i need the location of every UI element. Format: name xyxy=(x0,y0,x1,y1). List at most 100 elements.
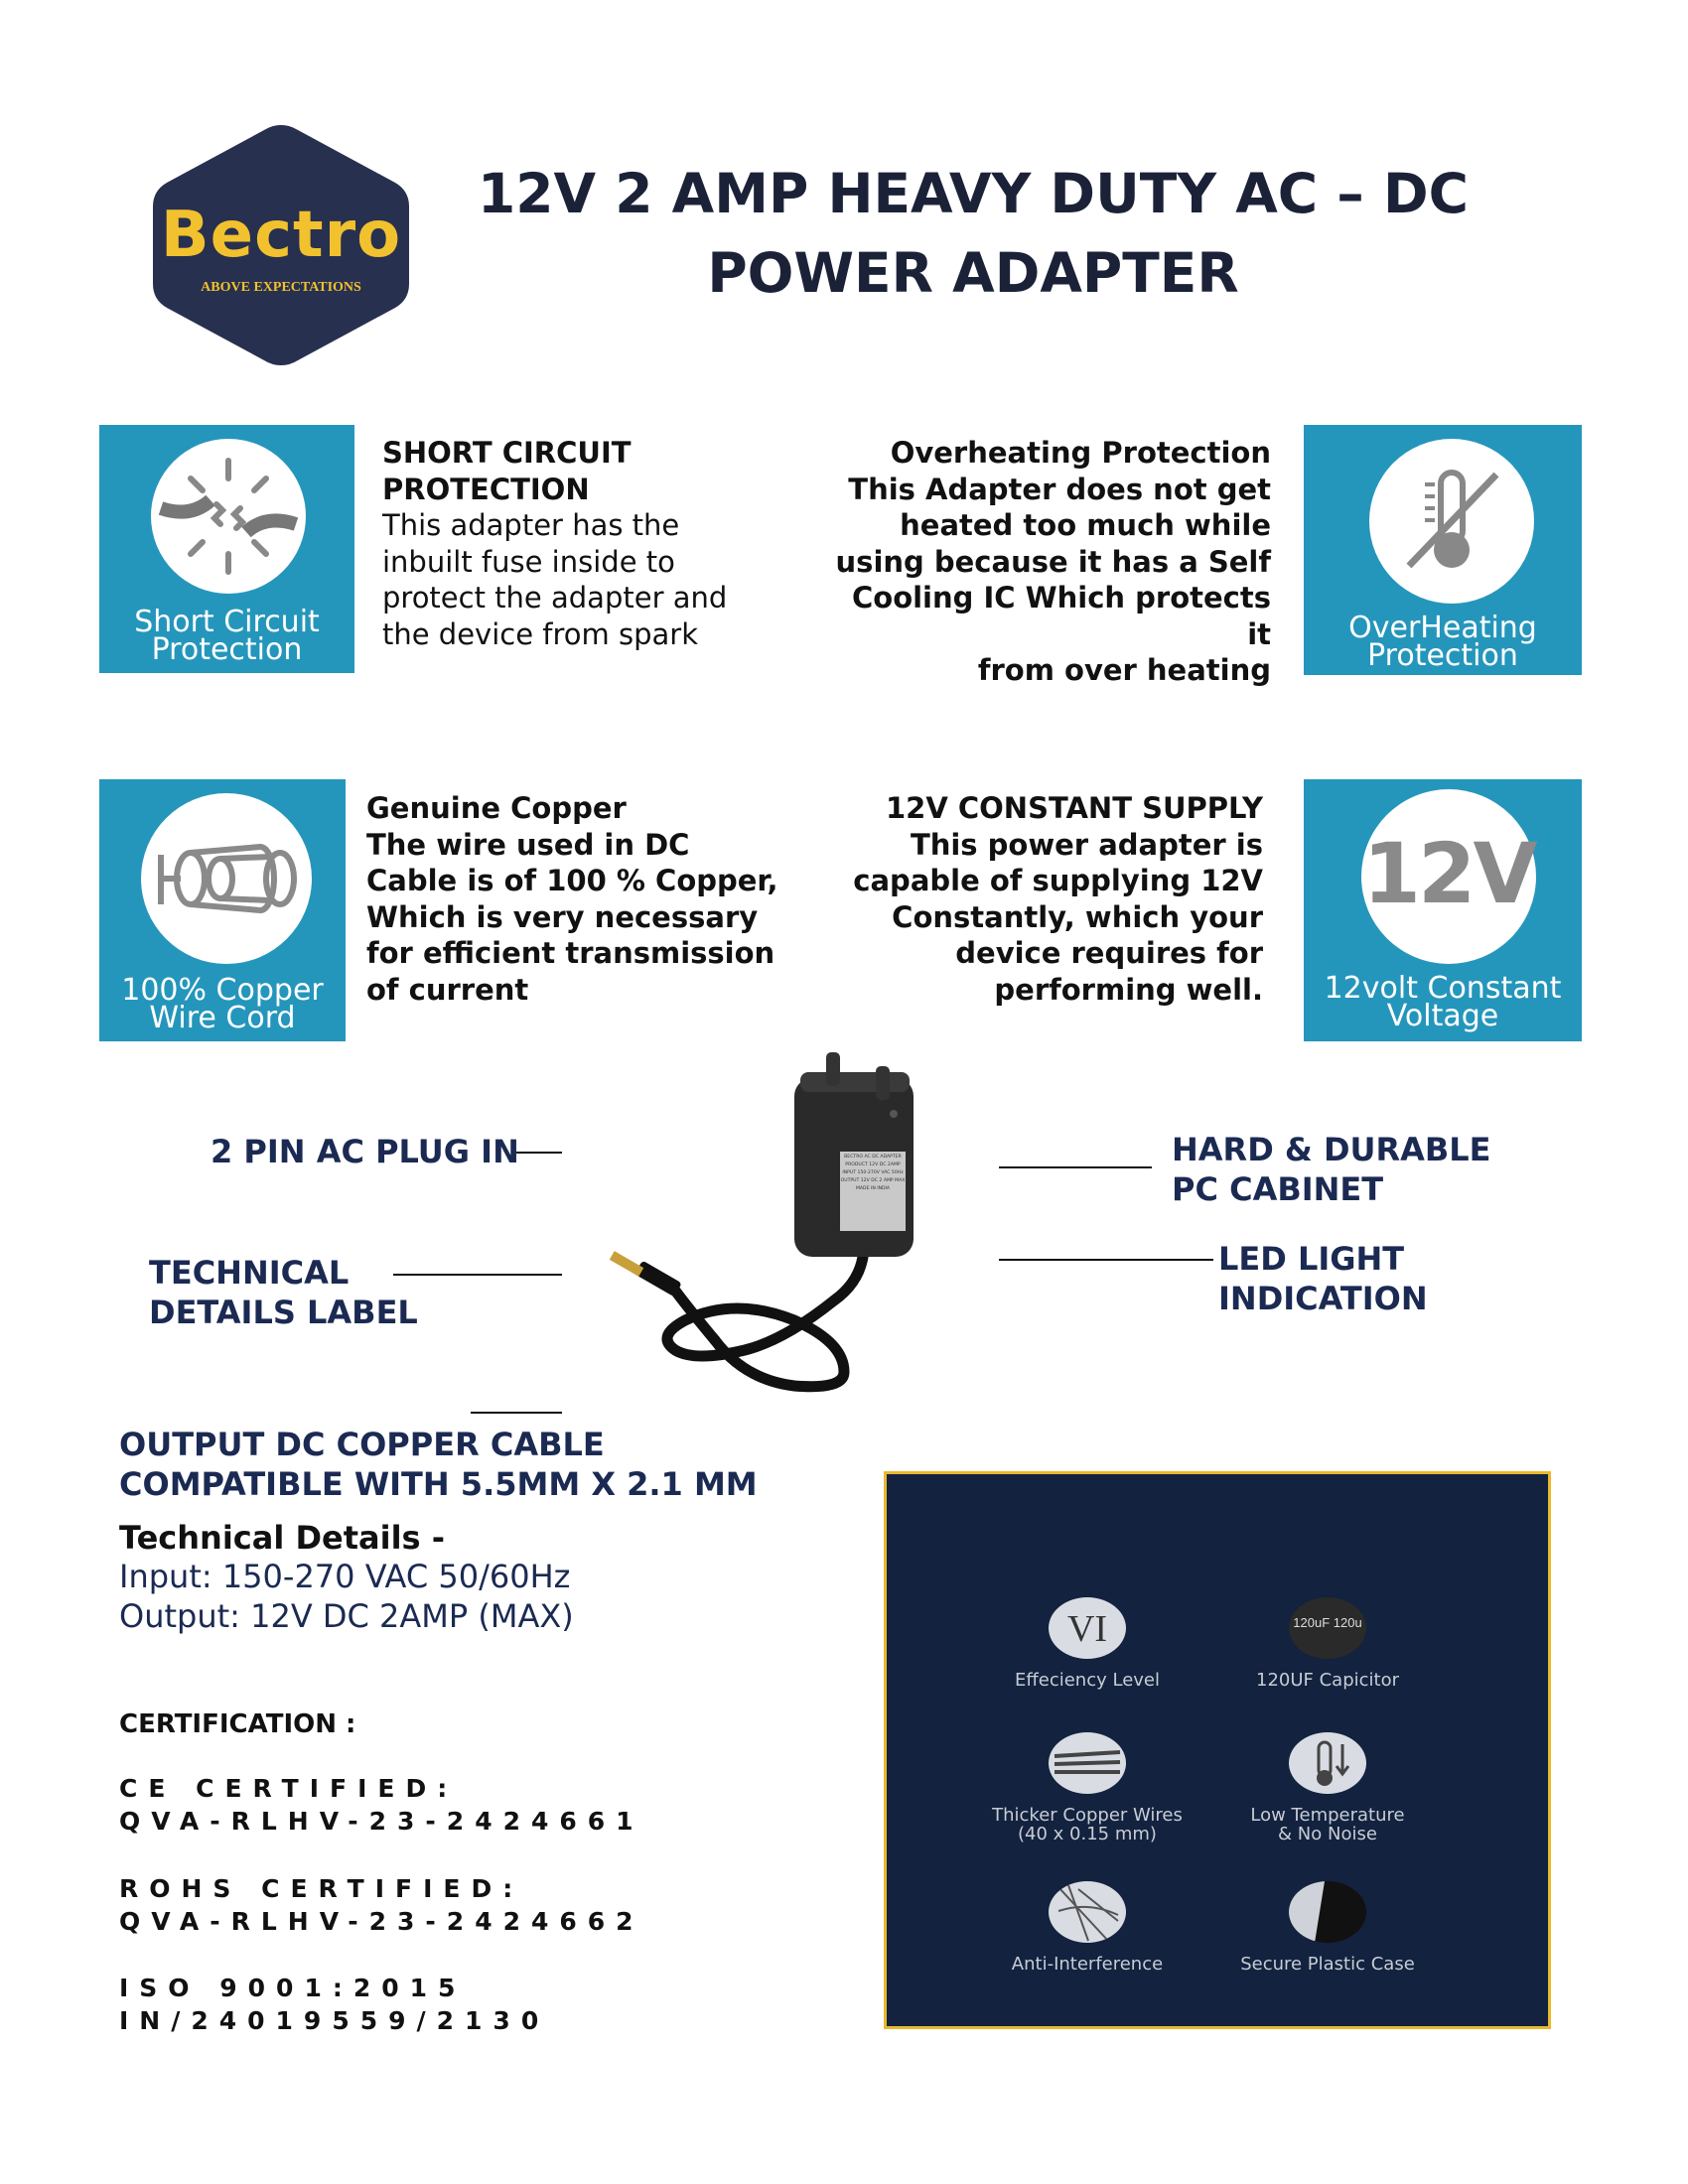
roman-six-glyph: VI xyxy=(1066,1608,1108,1650)
feature-line: for efficient transmission xyxy=(366,936,775,970)
feature-line: performing well. xyxy=(994,972,1263,1007)
feature-line: device requires for xyxy=(955,936,1263,970)
adapter-image: BECTRO AC DC ADAPTER PRODUCT 12V DC 2AMP… xyxy=(596,1052,973,1410)
feature-heading: 12V CONSTANT SUPPLY xyxy=(885,791,1263,825)
technical-details: Technical Details - Input: 150-270 VAC 5… xyxy=(119,1519,574,1636)
capacitor-icon: 120uF 120u xyxy=(1289,1597,1366,1659)
brand-logo: Bectro ABOVE EXPECTATIONS xyxy=(149,121,413,369)
wires-icon xyxy=(1049,1732,1126,1794)
feature-line: heated too much while xyxy=(900,508,1271,542)
tile-label-line-2: Voltage xyxy=(1386,999,1499,1033)
iso-certification: ISO 9001:2015 IN/24019559/2130 xyxy=(119,1972,549,2037)
feature-heading: PROTECTION xyxy=(382,472,590,506)
callout-cable-line-2: COMPATIBLE WITH 5.5MM X 2.1 MM xyxy=(119,1465,758,1503)
callout-label-line-2: DETAILS LABEL xyxy=(149,1294,418,1331)
12v-glyph: 12V xyxy=(1362,825,1538,922)
callout-cabinet-line-2: PC CABINET xyxy=(1172,1170,1384,1208)
panel-caption: Secure Plastic Case xyxy=(1240,1954,1415,1975)
title-line-1: 12V 2 AMP HEAVY DUTY AC – DC xyxy=(478,162,1469,225)
callout-cabinet-line-1: HARD & DURABLE xyxy=(1172,1131,1491,1168)
callout-label-line xyxy=(393,1274,562,1276)
panel-caption: & No Noise xyxy=(1278,1824,1377,1844)
callout-cabinet-line xyxy=(999,1166,1152,1168)
feature-line: using because it has a Self xyxy=(835,544,1271,579)
roman-six-icon: VI xyxy=(1049,1597,1126,1659)
panel-item-efficiency: VI Effeciency Level xyxy=(978,1597,1196,1690)
callout-cable-line-1: OUTPUT DC COPPER CABLE xyxy=(119,1426,605,1463)
tile-label-line-1: 12volt Constant xyxy=(1324,971,1562,1006)
tile-label-line-2: Wire Cord xyxy=(149,1001,296,1035)
overheating-text: Overheating Protection This Adapter does… xyxy=(824,435,1271,689)
technical-input: Input: 150-270 VAC 50/60Hz xyxy=(119,1558,571,1595)
rohs-certification: ROHS CERTIFIED: QVA-RLHV-23-2424662 xyxy=(119,1872,644,1938)
title-line-2: POWER ADAPTER xyxy=(707,241,1239,305)
cert-line: CE CERTIFIED: xyxy=(119,1774,459,1803)
technical-output: Output: 12V DC 2AMP (MAX) xyxy=(119,1597,574,1635)
copper-wire-icon xyxy=(141,793,312,964)
feature-line: This power adapter is xyxy=(910,827,1263,862)
cert-line: QVA-RLHV-23-2424662 xyxy=(119,1907,644,1936)
feature-line: Constantly, which your xyxy=(892,899,1263,934)
feature-line: capable of supplying 12V xyxy=(853,864,1263,897)
short-circuit-text: SHORT CIRCUIT PROTECTION This adapter ha… xyxy=(382,435,779,652)
interference-icon xyxy=(1049,1881,1126,1943)
brand-tagline: ABOVE EXPECTATIONS xyxy=(201,280,361,295)
panel-caption: Anti-Interference xyxy=(1011,1954,1164,1975)
panel-item-anti-interference: Anti-Interference xyxy=(978,1881,1196,1974)
cert-line: ROHS CERTIFIED: xyxy=(119,1874,524,1903)
callout-cable-line xyxy=(471,1412,562,1414)
callout-cable: OUTPUT DC COPPER CABLE COMPATIBLE WITH 5… xyxy=(119,1425,758,1504)
panel-caption: Low Temperature xyxy=(1250,1805,1405,1826)
overheating-icon xyxy=(1369,439,1534,604)
feature-heading: Genuine Copper xyxy=(366,791,627,825)
feature-line: Which is very necessary xyxy=(366,899,759,934)
certification-title: CERTIFICATION : xyxy=(119,1709,356,1739)
panel-item-plastic-case: Secure Plastic Case xyxy=(1218,1881,1437,1974)
technical-title: Technical Details - xyxy=(119,1519,446,1557)
callout-cabinet: HARD & DURABLE PC CABINET xyxy=(1172,1130,1491,1209)
adapter-label-line: BECTRO AC DC ADAPTER xyxy=(844,1155,902,1160)
feature-line: of current xyxy=(366,972,529,1007)
tile-label-line-1: 100% Copper xyxy=(121,973,324,1008)
page-title: 12V 2 AMP HEAVY DUTY AC – DC POWER ADAPT… xyxy=(467,154,1479,313)
feature-line: inbuilt fuse inside to xyxy=(382,544,675,579)
adapter-label: BECTRO AC DC ADAPTER PRODUCT 12V DC 2AMP… xyxy=(840,1154,906,1193)
callout-led: LED LIGHT INDICATION xyxy=(1218,1239,1428,1318)
copper-tile: 100% Copper Wire Cord xyxy=(99,779,346,1041)
thermometer-icon xyxy=(1289,1732,1366,1794)
tile-label-line-2: Protection xyxy=(151,632,303,667)
tile-label-line-1: Short Circuit xyxy=(134,605,320,639)
copper-text: Genuine Copper The wire used in DC Cable… xyxy=(366,790,783,1008)
logo-hexagon xyxy=(153,125,409,365)
features-panel: VI Effeciency Level 120uF 120u 120UF Cap… xyxy=(884,1471,1551,2029)
feature-line: Cable is of 100 % Copper, xyxy=(366,864,778,897)
panel-caption: Thicker Copper Wires xyxy=(992,1805,1183,1826)
adapter-label-line: MADE IN INDIA xyxy=(855,1186,891,1191)
panel-item-low-temperature: Low Temperature & No Noise xyxy=(1218,1732,1437,1843)
callout-plug-line xyxy=(516,1152,562,1154)
cert-line: IN/24019559/2130 xyxy=(119,2006,550,2035)
feature-heading: SHORT CIRCUIT xyxy=(382,436,632,470)
12v-tile: 12V 12volt Constant Voltage xyxy=(1304,779,1582,1041)
feature-heading: Overheating Protection xyxy=(890,436,1271,470)
capacitor-glyph: 120uF 120u xyxy=(1293,1615,1362,1630)
callout-label: TECHNICAL DETAILS LABEL xyxy=(149,1253,418,1332)
panel-item-copper-wires: Thicker Copper Wires (40 x 0.15 mm) xyxy=(978,1732,1196,1843)
short-circuit-tile: Short Circuit Protection xyxy=(99,425,354,673)
feature-line: the device from spark xyxy=(382,616,698,651)
adapter-label-line: PRODUCT 12V DC 2AMP xyxy=(845,1162,901,1167)
feature-line: protect the adapter and xyxy=(382,581,728,614)
adapter-label-line: OUTPUT 12V DC 2 AMP MAX xyxy=(840,1178,906,1183)
plastic-case-icon xyxy=(1289,1881,1366,1943)
constant-supply-text: 12V CONSTANT SUPPLY This power adapter i… xyxy=(824,790,1263,1008)
feature-line: This adapter has the xyxy=(382,508,680,542)
brand-name: Bectro xyxy=(160,199,402,272)
short-circuit-icon xyxy=(151,439,306,594)
feature-line: from over heating xyxy=(977,653,1271,687)
callout-led-line-1: LED LIGHT xyxy=(1218,1240,1405,1278)
callout-led-line xyxy=(999,1259,1213,1261)
adapter-label-line: INPUT 150-270V VAC 50Hz xyxy=(842,1170,904,1175)
panel-caption: Effeciency Level xyxy=(1014,1670,1160,1691)
overheating-tile: OverHeating Protection xyxy=(1304,425,1582,675)
callout-plug: 2 PIN AC PLUG IN xyxy=(211,1133,519,1170)
